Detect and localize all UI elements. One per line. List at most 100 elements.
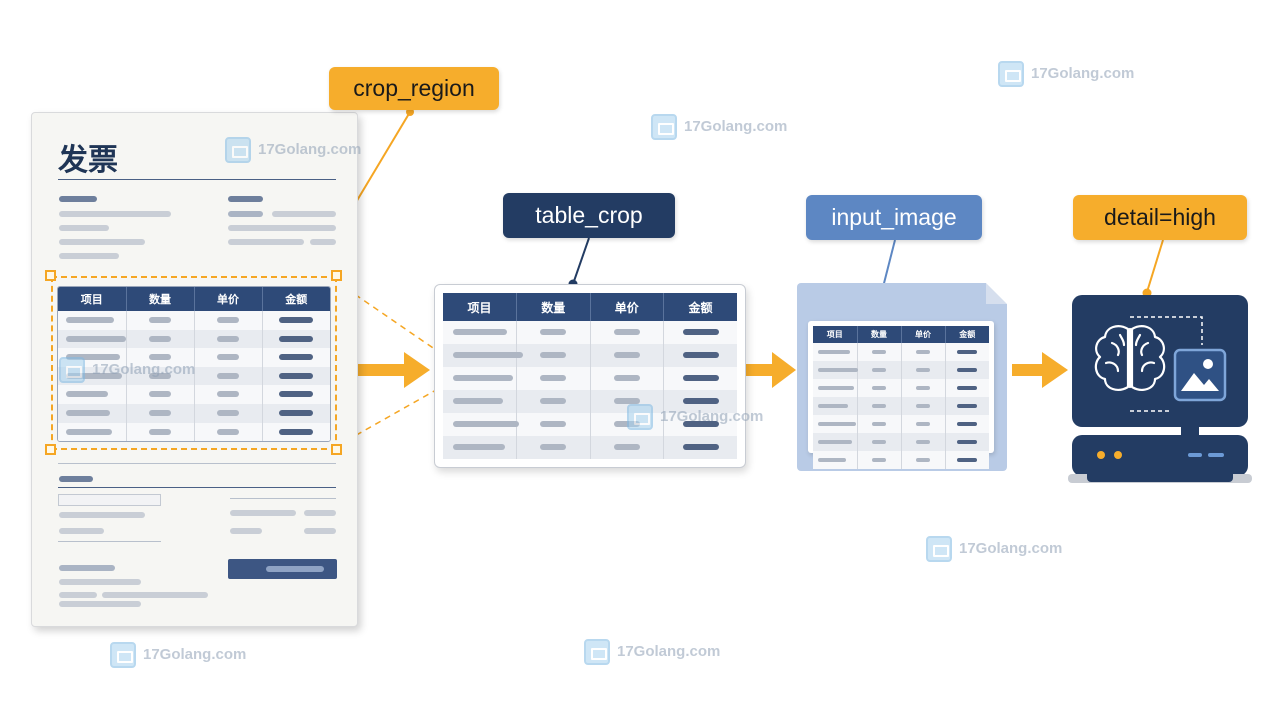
placeholder-line	[230, 528, 262, 534]
table-row	[813, 343, 989, 361]
col-header: 数量	[857, 326, 902, 343]
watermark: 17Golang.com	[225, 137, 361, 163]
placeholder-line	[59, 512, 145, 518]
status-light	[1097, 451, 1105, 459]
label-table-crop: table_crop	[503, 193, 675, 238]
page-fold	[986, 283, 1007, 304]
watermark: 17Golang.com	[926, 536, 1062, 562]
watermark-logo-icon	[998, 61, 1024, 87]
placeholder-line	[59, 476, 93, 482]
watermark-logo-icon	[584, 639, 610, 665]
placeholder-line	[59, 253, 119, 259]
slot	[1188, 453, 1202, 457]
total-box	[228, 559, 337, 579]
placeholder-line	[228, 196, 263, 202]
slot	[1208, 453, 1224, 457]
watermark-text: 17Golang.com	[258, 140, 362, 158]
table-row	[813, 361, 989, 379]
label-input-image: input_image	[806, 195, 982, 240]
col-header: 金额	[945, 326, 989, 343]
crop-handle	[331, 270, 342, 281]
crop-handle	[331, 444, 342, 455]
monitor-neck	[1181, 427, 1199, 436]
watermark-text: 17Golang.com	[959, 539, 1063, 557]
divider	[58, 463, 336, 464]
placeholder-line	[59, 225, 109, 231]
crop-handle	[45, 270, 56, 281]
watermark-logo-icon	[59, 357, 85, 383]
table-row	[813, 379, 989, 397]
invoice-title: 发票	[58, 143, 118, 178]
table-row	[58, 422, 330, 441]
table-row	[813, 433, 989, 451]
watermark-logo-icon	[225, 137, 251, 163]
col-header: 金额	[663, 293, 737, 321]
placeholder-line	[59, 592, 97, 598]
col-header: 金额	[262, 287, 330, 311]
table-row	[813, 397, 989, 415]
table-row	[813, 451, 989, 469]
image-icon	[1173, 348, 1227, 402]
placeholder-line	[310, 239, 336, 245]
watermark: 17Golang.com	[998, 61, 1134, 87]
watermark: 17Golang.com	[59, 357, 195, 383]
placeholder-line	[59, 211, 171, 217]
table-row	[58, 348, 330, 367]
table-row	[443, 413, 737, 436]
arrow-right-icon	[746, 352, 796, 388]
divider	[58, 541, 161, 542]
watermark-text: 17Golang.com	[684, 117, 788, 135]
col-header: 项目	[443, 293, 517, 321]
placeholder-line	[272, 211, 336, 217]
watermark-text: 17Golang.com	[143, 645, 247, 663]
placeholder-line	[230, 510, 296, 516]
arrow-right-icon	[1012, 352, 1068, 388]
computer-base	[1072, 435, 1248, 476]
crop-handle	[45, 444, 56, 455]
placeholder-line	[59, 601, 141, 607]
placeholder-line	[59, 528, 104, 534]
table-row	[58, 385, 330, 404]
watermark-text: 17Golang.com	[92, 360, 196, 378]
placeholder-line	[228, 225, 336, 231]
divider	[58, 487, 336, 488]
placeholder-line	[304, 510, 336, 516]
col-header: 项目	[813, 326, 858, 343]
watermark: 17Golang.com	[110, 642, 246, 668]
col-header: 数量	[126, 287, 195, 311]
col-header: 数量	[516, 293, 591, 321]
input-image-table: 项目 数量 单价 金额	[808, 321, 994, 469]
col-header: 单价	[590, 293, 664, 321]
col-header: 单价	[194, 287, 263, 311]
computer-monitor	[1072, 295, 1248, 427]
table-row	[443, 390, 737, 413]
watermark-logo-icon	[651, 114, 677, 140]
table-row	[443, 436, 737, 459]
placeholder-line	[59, 579, 141, 585]
watermark-logo-icon	[627, 404, 653, 430]
watermark-text: 17Golang.com	[617, 642, 721, 660]
table-row	[443, 321, 737, 344]
table-row	[443, 367, 737, 390]
watermark-logo-icon	[926, 536, 952, 562]
placeholder-line	[59, 565, 115, 571]
placeholder-line	[59, 196, 97, 202]
brain-icon	[1094, 316, 1203, 412]
watermark-text: 17Golang.com	[1031, 64, 1135, 82]
placeholder-line	[228, 239, 304, 245]
table-row	[813, 415, 989, 433]
placeholder-line	[102, 592, 208, 598]
status-light	[1114, 451, 1122, 459]
table-row	[443, 344, 737, 367]
label-detail-high: detail=high	[1073, 195, 1247, 240]
input-box	[58, 494, 161, 506]
computer-foot-inner	[1087, 474, 1233, 482]
col-header: 项目	[58, 287, 127, 311]
placeholder-line	[228, 211, 263, 217]
placeholder-line	[59, 239, 145, 245]
watermark-logo-icon	[110, 642, 136, 668]
label-crop-region: crop_region	[329, 67, 499, 110]
divider	[58, 179, 336, 180]
crop-region-box	[51, 276, 337, 450]
